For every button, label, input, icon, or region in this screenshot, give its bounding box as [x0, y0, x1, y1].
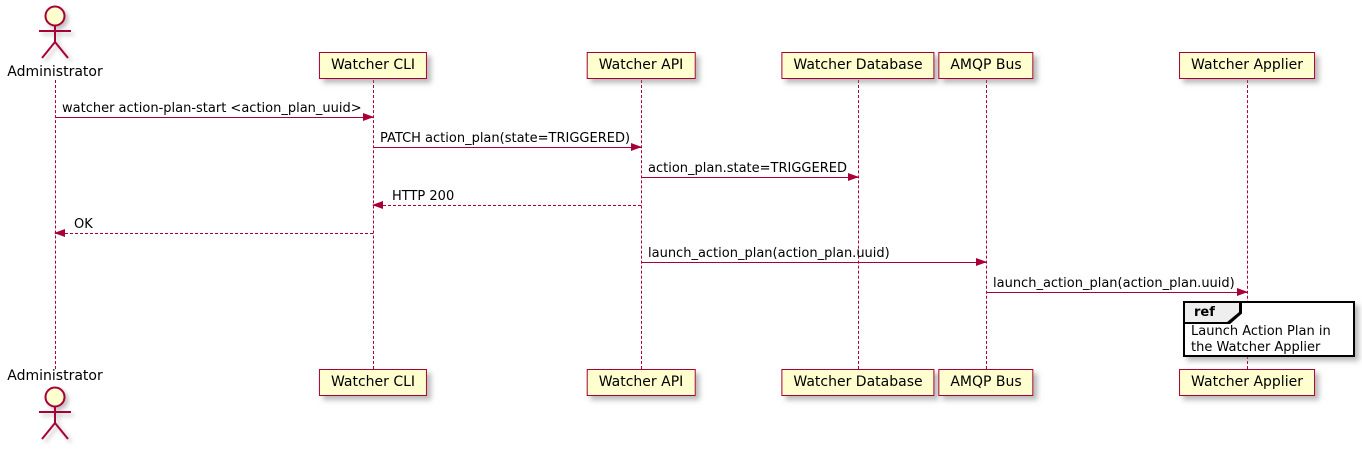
ref-keyword: ref: [1185, 303, 1239, 322]
ref-tab: ref: [1185, 303, 1242, 324]
participant-watcher-api-bottom: Watcher API: [586, 369, 696, 396]
ref-text: Launch Action Plan in the Watcher Applie…: [1191, 324, 1331, 355]
arrowhead-right-icon: [363, 113, 374, 121]
arrowhead-left-icon: [372, 201, 383, 209]
message-label: launch_action_plan(action_plan.uuid): [648, 246, 890, 261]
participant-watcher-cli-top: Watcher CLI: [318, 52, 428, 79]
message-launch-action-plan-bus: launch_action_plan(action_plan.uuid): [641, 246, 987, 266]
participant-watcher-api-top: Watcher API: [586, 52, 696, 79]
participant-watcher-database-top: Watcher Database: [781, 52, 935, 79]
participant-amqp-bus-top: AMQP Bus: [938, 52, 1034, 79]
message-label: HTTP 200: [392, 189, 455, 204]
arrowhead-left-icon: [54, 229, 65, 237]
actor-icon: [39, 386, 71, 440]
arrowhead-right-icon: [1237, 288, 1248, 296]
participant-watcher-applier-top: Watcher Applier: [1179, 52, 1315, 79]
lifeline-watcher-database: [858, 80, 859, 369]
participant-watcher-cli-bottom: Watcher CLI: [318, 369, 428, 396]
lifeline-administrator: [55, 80, 56, 369]
message-launch-action-plan-applier: launch_action_plan(action_plan.uuid): [986, 276, 1248, 296]
arrowhead-right-icon: [976, 258, 987, 266]
actor-label-administrator-bottom: Administrator: [7, 368, 103, 384]
message-label: action_plan.state=TRIGGERED: [648, 161, 847, 176]
ref-fragment: ref Launch Action Plan in the Watcher Ap…: [1183, 301, 1355, 357]
participant-amqp-bus-bottom: AMQP Bus: [938, 369, 1034, 396]
participant-watcher-applier-bottom: Watcher Applier: [1179, 369, 1315, 396]
lifeline-watcher-applier: [1247, 80, 1248, 369]
message-label: launch_action_plan(action_plan.uuid): [993, 276, 1235, 291]
message-patch-action-plan: PATCH action_plan(state=TRIGGERED): [373, 131, 642, 151]
message-http-200: HTTP 200: [372, 189, 641, 209]
message-state-triggered: action_plan.state=TRIGGERED: [641, 161, 859, 181]
lifeline-watcher-api: [641, 80, 642, 369]
actor-icon: [39, 5, 71, 59]
message-ok: OK: [54, 217, 373, 237]
lifeline-watcher-cli: [373, 80, 374, 369]
message-label: OK: [74, 217, 93, 232]
lifeline-amqp-bus: [986, 80, 987, 369]
arrowhead-right-icon: [848, 173, 859, 181]
participant-watcher-database-bottom: Watcher Database: [781, 369, 935, 396]
message-label: PATCH action_plan(state=TRIGGERED): [380, 131, 631, 146]
message-action-plan-start: watcher action-plan-start <action_plan_u…: [55, 101, 374, 121]
arrowhead-right-icon: [631, 143, 642, 151]
actor-label-administrator-top: Administrator: [7, 64, 103, 80]
message-label: watcher action-plan-start <action_plan_u…: [62, 101, 362, 116]
